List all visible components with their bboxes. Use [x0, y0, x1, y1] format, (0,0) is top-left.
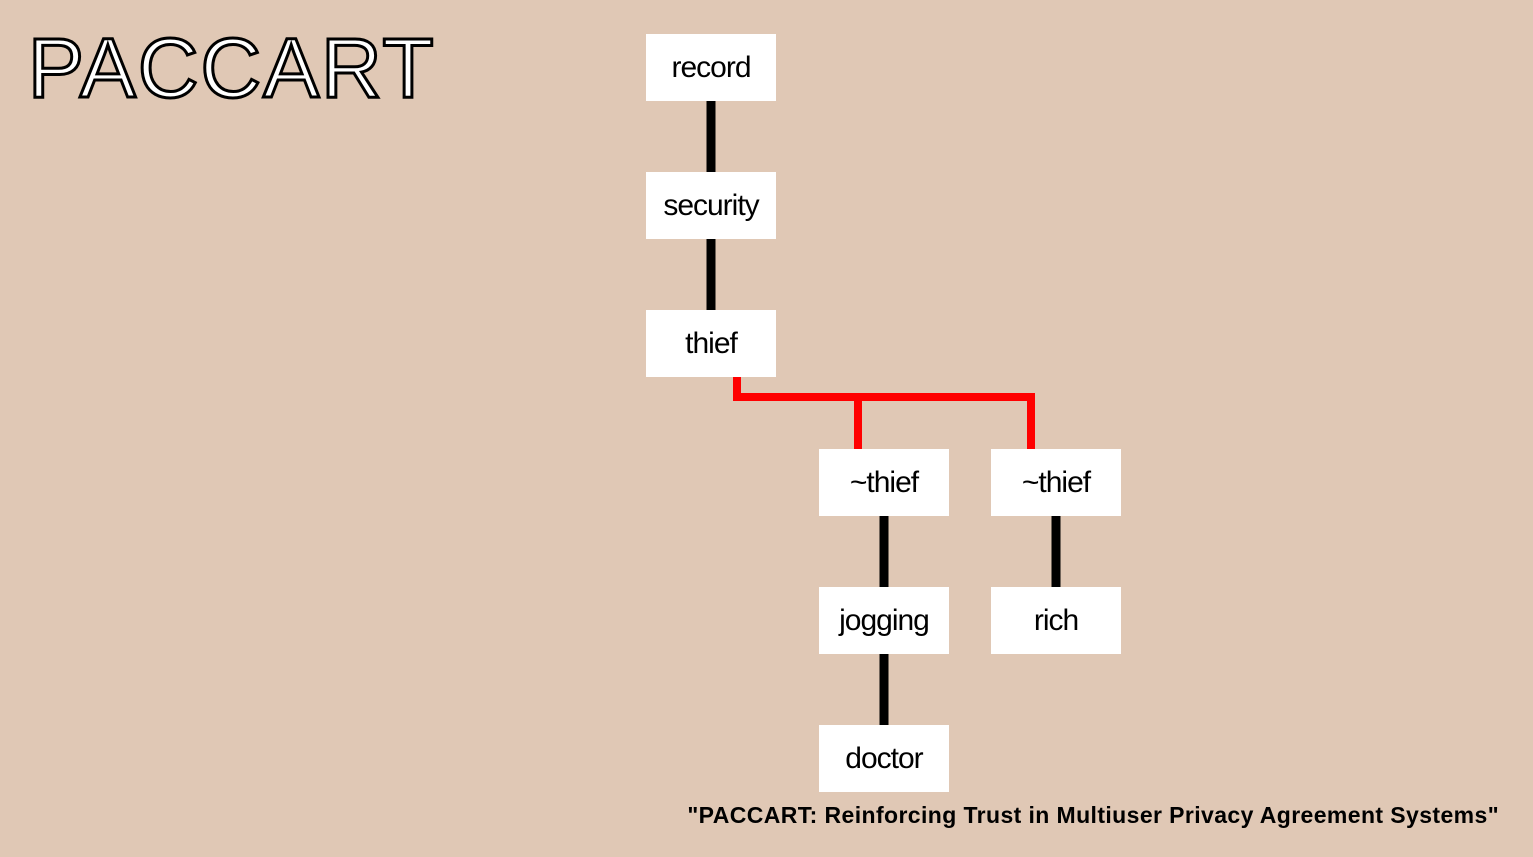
node-not-thief-2: ~thief: [991, 449, 1121, 516]
node-security: security: [646, 172, 776, 239]
node-record: record: [646, 34, 776, 101]
paper-caption: "PACCART: Reinforcing Trust in Multiuser…: [687, 802, 1499, 828]
node-doctor: doctor: [819, 725, 949, 792]
node-jogging: jogging: [819, 587, 949, 654]
node-rich: rich: [991, 587, 1121, 654]
edge-thief-not-thief-2: [858, 393, 1035, 449]
node-not-thief-1: ~thief: [819, 449, 949, 516]
node-thief: thief: [646, 310, 776, 377]
edge-thief-not-thief-1: [733, 377, 862, 449]
paccart-logo: PACCART: [27, 21, 436, 115]
